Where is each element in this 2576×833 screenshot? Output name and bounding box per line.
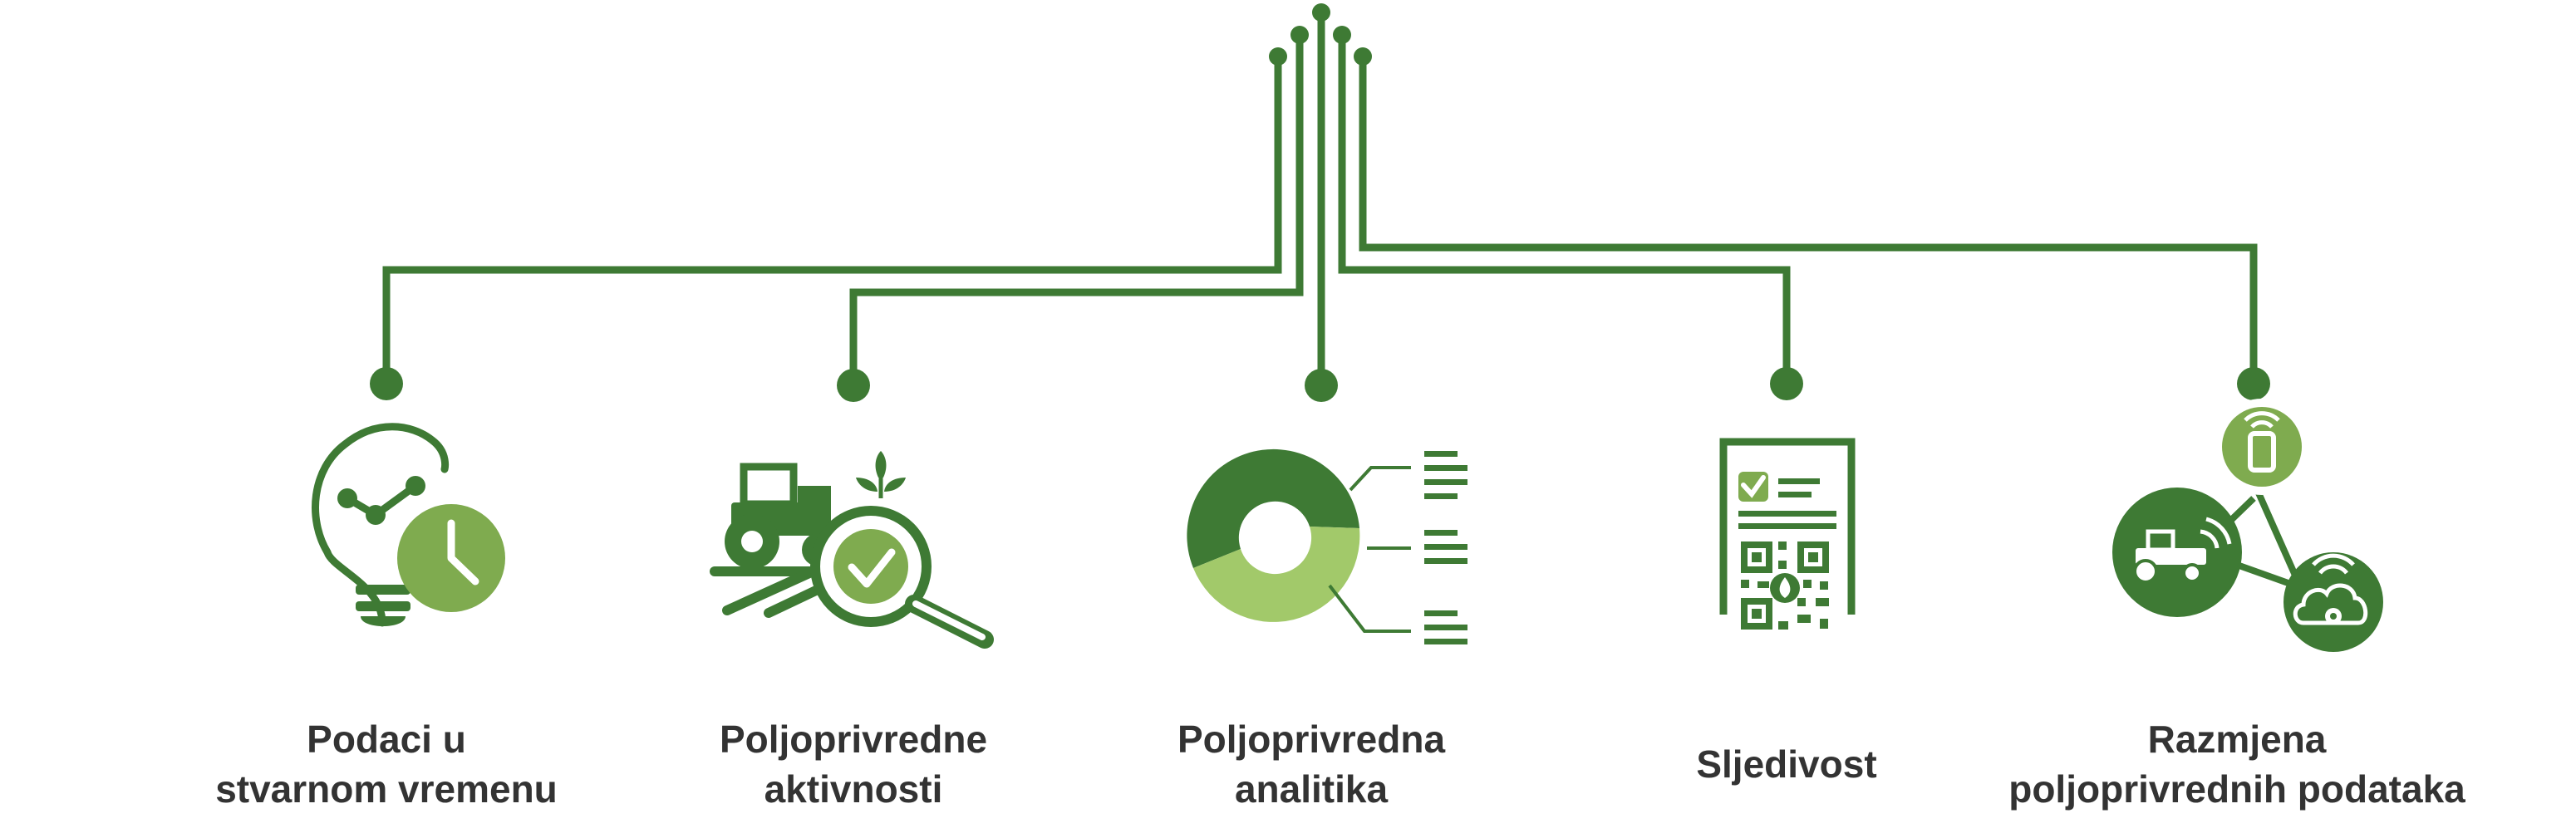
- label-line: Sljedivost: [1696, 742, 1877, 786]
- label-line: analitika: [1234, 767, 1389, 811]
- label-line: Poljoprivredne: [719, 718, 988, 761]
- label-data-exchange: Razmjena poljoprivrednih podataka: [2004, 714, 2470, 814]
- label-agricultural-activities: Poljoprivredne aktivnosti: [621, 714, 1086, 814]
- lightbulb-clock-icon: [312, 423, 505, 627]
- connector-real-time-data: [382, 56, 1282, 382]
- connector-lines: [382, 12, 2258, 384]
- label-traceability: Sljedivost: [1554, 739, 2019, 789]
- label-line: Poljoprivredna: [1177, 718, 1446, 761]
- connector-top-dots: [1269, 3, 1372, 66]
- tractor-magnifier-icon: [710, 451, 994, 649]
- qr-document-icon: [1719, 438, 1856, 630]
- label-real-time-data: Podaci u stvarnom vremenu: [154, 714, 619, 814]
- connector-agricultural-activities: [849, 35, 1304, 384]
- connector-traceability: [1338, 35, 1791, 382]
- connector-data-exchange: [1359, 56, 2258, 382]
- donut-chart-icon: [1187, 448, 1467, 644]
- network-exchange-icon: [2112, 399, 2383, 652]
- label-line: stvarnom vremenu: [215, 767, 558, 811]
- label-agricultural-analytics: Poljoprivredna analitika: [1079, 714, 1544, 814]
- label-line: Podaci u: [307, 718, 466, 761]
- label-line: Razmjena: [2147, 718, 2327, 761]
- label-line: poljoprivrednih podataka: [2008, 767, 2465, 811]
- label-line: aktivnosti: [764, 767, 943, 811]
- connector-end-dots: [370, 367, 2270, 402]
